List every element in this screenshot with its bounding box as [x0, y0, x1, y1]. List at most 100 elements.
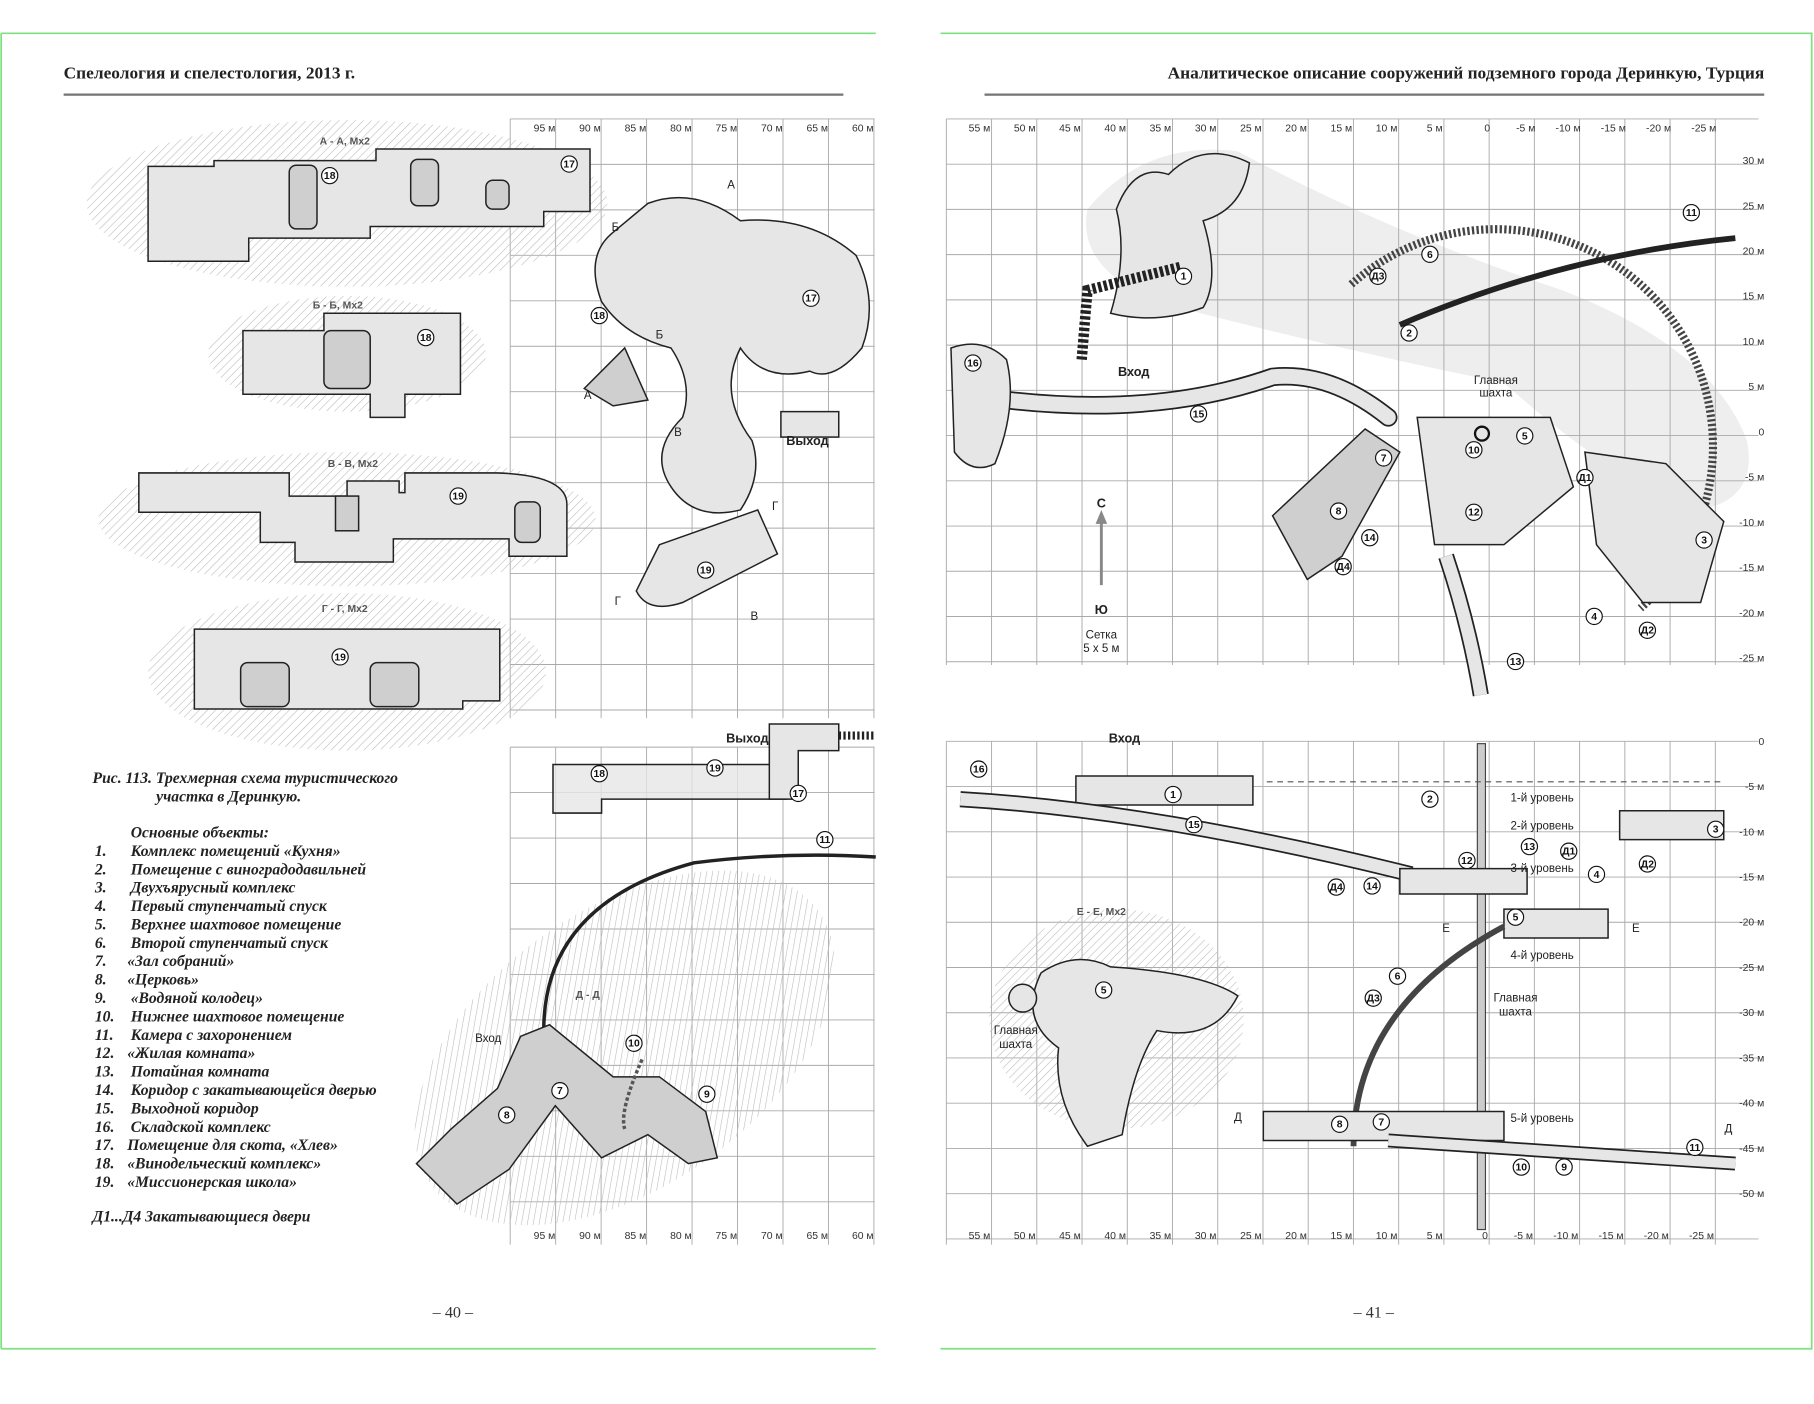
axis-tick-label: 95 м	[534, 124, 556, 135]
marker-number: 15	[1193, 409, 1205, 420]
axis-tick-label: 45 м	[1059, 1231, 1081, 1242]
section-label: А - А, Мх2	[320, 136, 371, 147]
legend-number: 7.	[95, 953, 107, 970]
map-marker: 4	[1585, 607, 1603, 626]
map-marker: 7	[1374, 449, 1393, 467]
axis-tick-label: 40 м	[1104, 124, 1126, 135]
axis-tick-label: 40 м	[1104, 1231, 1126, 1242]
legend-item: «Винодельческий комплекс»	[127, 1156, 321, 1173]
axis-tick-label: -20 м	[1644, 1231, 1669, 1242]
legend-item: «Водяной колодец»	[131, 990, 263, 1007]
map-marker: 6	[1388, 967, 1407, 985]
section-label: Г - Г, Мх2	[322, 604, 368, 615]
axis-tick-label: -40 м	[1739, 1099, 1764, 1110]
right-plan-drawing	[950, 152, 1736, 697]
legend-number: 11.	[95, 1027, 114, 1044]
axis-tick-label: -15 м	[1598, 1231, 1623, 1242]
axis-tick-label: 15 м	[1743, 292, 1765, 303]
map-label: Выход	[726, 730, 768, 745]
axis-tick-label: -10 м	[1739, 518, 1764, 529]
map-label: Д	[1234, 1112, 1242, 1124]
axis-tick-label: 10 м	[1376, 124, 1398, 135]
map-marker: 11	[1686, 1138, 1704, 1157]
axis-tick-label: 30 м	[1195, 124, 1217, 135]
map-marker: 13	[1520, 837, 1539, 856]
map-label: Вход	[475, 1033, 501, 1045]
left-page: Спелеология и спелестология, 2013 г. 95 …	[63, 63, 876, 1321]
map-label: Е	[1442, 923, 1450, 935]
axis-tick-label: -5 м	[1745, 782, 1764, 793]
map-marker: 10	[625, 1034, 643, 1052]
section-label: Д - Д	[576, 990, 601, 1001]
map-label: Б	[612, 222, 620, 234]
legend-number: 18.	[95, 1156, 115, 1173]
section-dd-background	[414, 870, 835, 1226]
legend-number: 6.	[95, 935, 107, 952]
map-marker: 18	[417, 328, 435, 347]
map-marker: 2	[1421, 790, 1439, 808]
legend-list: 1.Комплекс помещений «Кухня»2.Помещение …	[94, 843, 377, 1191]
marker-number: Д4	[1337, 562, 1350, 573]
legend-title: Основные объекты:	[131, 824, 269, 841]
axis-tick-label: 0	[1482, 1231, 1488, 1242]
marker-number: 3	[1713, 825, 1719, 836]
section-gg-drawing	[193, 628, 501, 710]
map-label: 5-й уровень	[1511, 1113, 1574, 1125]
marker-number: 8	[1336, 507, 1342, 518]
marker-number: 18	[324, 171, 336, 182]
marker-number: 5	[1101, 986, 1107, 997]
map-marker: 4	[1587, 865, 1606, 884]
map-marker: Д1	[1576, 468, 1594, 487]
axis-tick-label: -20 м	[1739, 918, 1764, 929]
axis-tick-label: -5 м	[1516, 124, 1535, 135]
map-marker: 3	[1695, 531, 1713, 549]
map-marker: 5	[1516, 427, 1534, 445]
map-label: 4-й уровень	[1511, 950, 1574, 962]
map-label: 2-й уровень	[1511, 820, 1574, 832]
map-label: С	[1097, 496, 1106, 511]
map-marker: Д2	[1638, 855, 1657, 873]
map-label: шахта	[1499, 1007, 1532, 1019]
legend-item: Нижнее шахтовое помещение	[130, 1008, 345, 1025]
map-marker: Д4	[1327, 878, 1345, 896]
legend-item: Камера с захоронением	[130, 1027, 293, 1044]
map-marker: 5	[1506, 908, 1525, 926]
map-label: Главная	[994, 1025, 1038, 1037]
marker-number: Д3	[1367, 994, 1380, 1005]
marker-number: 6	[1427, 250, 1433, 261]
doors-note: Д1...Д4 Закатывающиеся двери	[91, 1208, 311, 1225]
running-header-left: Спелеология и спелестология, 2013 г.	[64, 63, 355, 82]
map-marker: 15	[1189, 405, 1208, 423]
axis-tick-label: 15 м	[1331, 1231, 1353, 1242]
marker-number: 18	[593, 311, 605, 322]
map-marker: 6	[1421, 245, 1439, 263]
axis-tick-label: 50 м	[1014, 124, 1036, 135]
marker-number: 10	[1516, 1163, 1528, 1174]
map-label: В	[674, 427, 682, 439]
marker-number: 17	[563, 160, 575, 171]
axis-tick-label: -10 м	[1553, 1231, 1578, 1242]
section-label: Б - Б, Мх2	[313, 301, 363, 312]
legend-item: «Церковь»	[127, 972, 199, 989]
marker-number: 11	[1686, 208, 1697, 219]
header-rule	[63, 93, 844, 96]
axis-tick-label: 20 м	[1743, 247, 1765, 258]
legend-number: 2.	[94, 861, 107, 878]
legend-number: 17.	[95, 1137, 115, 1154]
marker-number: 14	[1364, 533, 1376, 544]
map-marker: 14	[1363, 877, 1381, 895]
marker-number: 19	[452, 492, 464, 503]
marker-number: 7	[1378, 1117, 1384, 1128]
legend-item: Второй ступенчатый спуск	[130, 935, 329, 952]
legend-item: Помещение с виноградодавильней	[130, 861, 367, 878]
legend-item: Выходной коридор	[130, 1100, 259, 1117]
axis-tick-label: 90 м	[579, 1231, 601, 1242]
axis-tick-label: -20 м	[1739, 608, 1764, 619]
axis-tick-label: -25 м	[1739, 654, 1764, 665]
axis-tick-label: -20 м	[1646, 124, 1671, 135]
map-marker: Д3	[1364, 989, 1382, 1007]
marker-number: 9	[1561, 1163, 1567, 1174]
map-marker: 16	[970, 760, 988, 778]
section-label: В - В, Мх2	[328, 459, 379, 470]
axis-tick-label: -5 м	[1514, 1231, 1533, 1242]
